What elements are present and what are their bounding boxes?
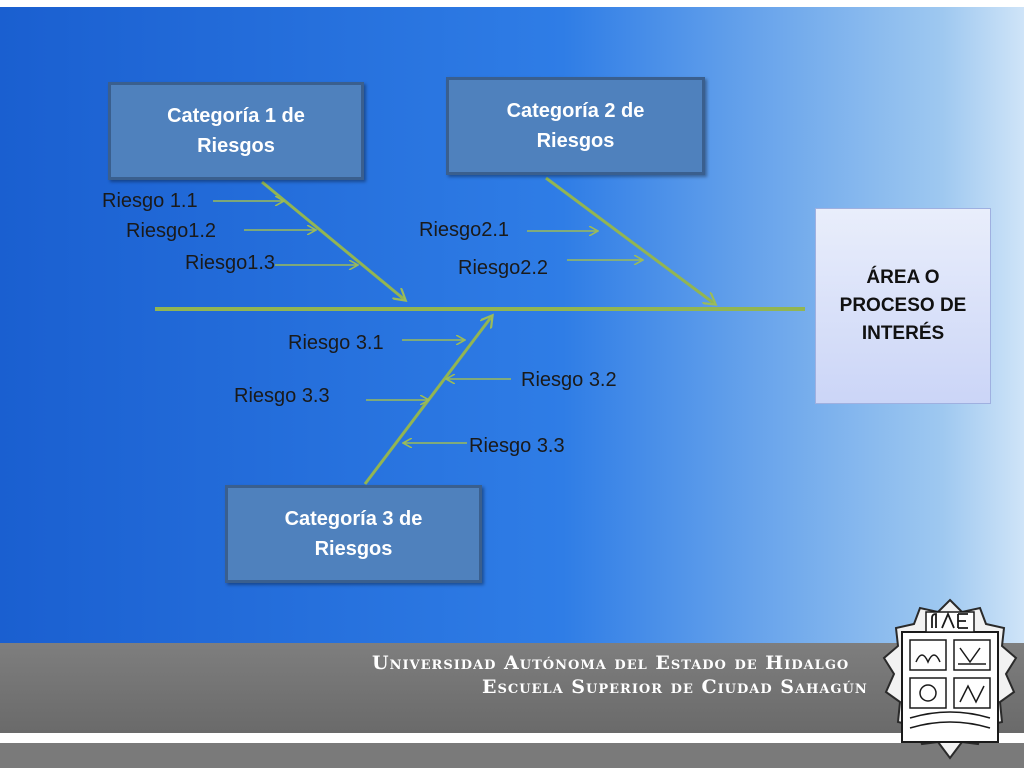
- category-3-box: Categoría 3 de Riesgos: [225, 485, 482, 583]
- category-2-box: Categoría 2 de Riesgos: [446, 77, 705, 175]
- target-line2: PROCESO DE: [839, 295, 967, 316]
- risk-label-3-1: Riesgo 3.1: [288, 332, 384, 354]
- target-line3: INTERÉS: [861, 323, 945, 344]
- footer-divider: [0, 733, 1024, 743]
- category-3-line1: Categoría 3 de: [284, 508, 423, 530]
- risk-label-2-1: Riesgo2.1: [419, 219, 510, 241]
- top-strip: [0, 0, 1024, 7]
- uaeh-seal-icon: [882, 598, 1018, 760]
- category-1-line1: Categoría 1 de: [167, 105, 305, 127]
- category-3-line2: Riesgos: [314, 538, 393, 560]
- target-line1: ÁREA O: [866, 267, 940, 288]
- risk-label-1-2: Riesgo1.2: [126, 220, 217, 242]
- footer-university-name: Universidad Autónoma del Estado de Hidal…: [372, 652, 850, 674]
- category-1-box: Categoría 1 de Riesgos: [108, 82, 364, 180]
- branch-cat1: [261, 180, 405, 300]
- risk-label-2-2: Riesgo2.2: [458, 257, 549, 279]
- branch-cat2: [545, 176, 715, 304]
- target-area-box: ÁREA O PROCESO DE INTERÉS: [815, 208, 991, 404]
- risk-label-3-2: Riesgo 3.2: [521, 369, 617, 391]
- category-2-line2: Riesgos: [536, 130, 615, 152]
- risk-label-3-3a: Riesgo 3.3: [234, 385, 330, 407]
- category-1-line2: Riesgos: [197, 135, 275, 157]
- risk-label-1-1: Riesgo 1.1: [102, 190, 198, 212]
- footer-bottom-band: [0, 743, 1024, 768]
- footer-school-name: Escuela Superior de Ciudad Sahagún: [482, 676, 868, 698]
- risk-label-3-3b: Riesgo 3.3: [469, 435, 565, 457]
- footer-band: [0, 643, 1024, 733]
- category-2-line1: Categoría 2 de: [506, 100, 645, 122]
- risk-label-1-3: Riesgo1.3: [185, 252, 276, 274]
